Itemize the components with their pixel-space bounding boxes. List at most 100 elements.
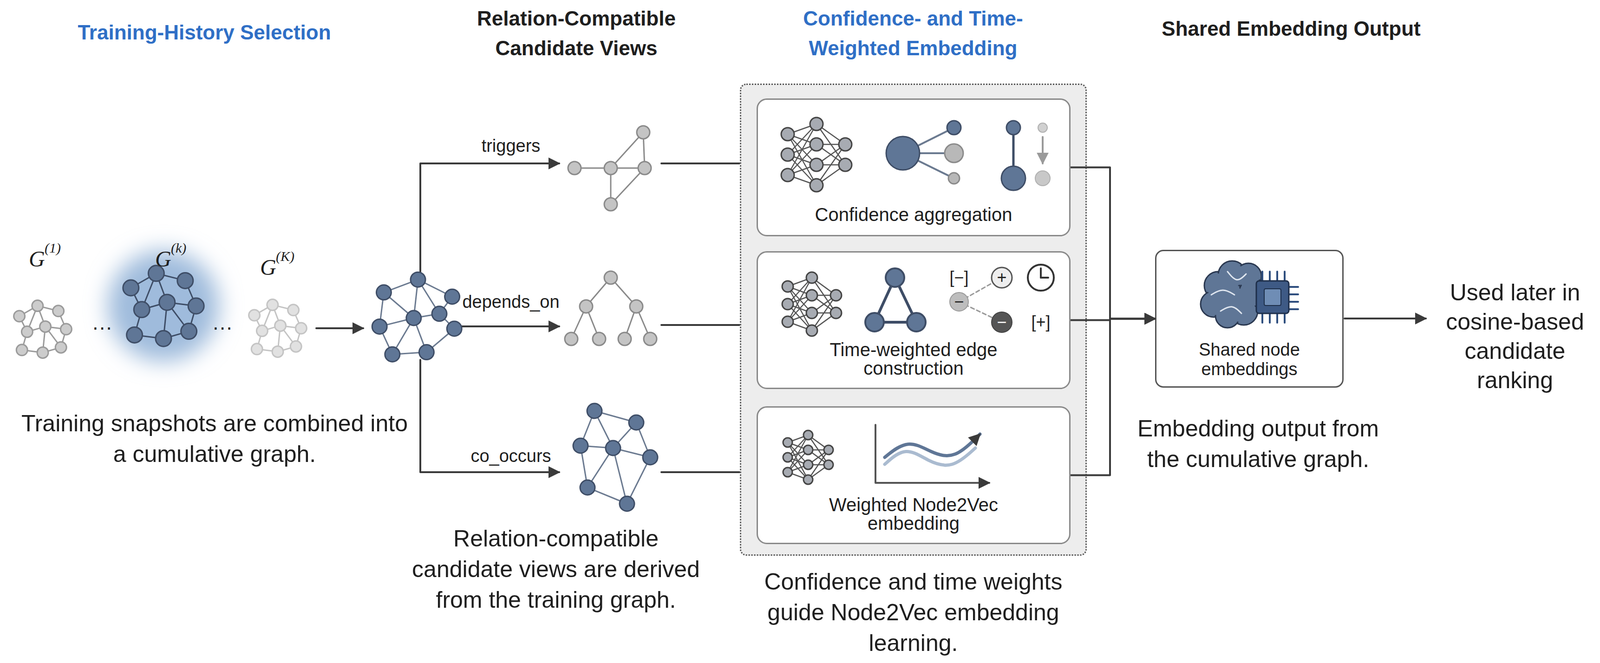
network-unit bbox=[781, 168, 795, 182]
graph-node bbox=[52, 305, 65, 317]
sign-circle bbox=[991, 312, 1013, 333]
graph-node bbox=[604, 161, 618, 175]
network-unit bbox=[783, 467, 793, 477]
sign-circle bbox=[991, 267, 1013, 288]
graph-node bbox=[272, 346, 284, 358]
network-link bbox=[811, 295, 836, 314]
network-link bbox=[787, 124, 817, 135]
graph-node bbox=[573, 438, 588, 454]
graph-label: G bbox=[260, 254, 277, 281]
caption: Embedding output from the cumulative gra… bbox=[1118, 413, 1398, 475]
graph-node bbox=[568, 161, 582, 175]
view-tree bbox=[564, 271, 657, 346]
network-unit bbox=[803, 475, 813, 485]
network-link bbox=[787, 313, 812, 322]
network-link bbox=[787, 457, 809, 480]
brain-fill bbox=[1202, 293, 1225, 316]
graph-node bbox=[604, 197, 618, 211]
graph-node bbox=[444, 289, 460, 305]
triangle-node bbox=[907, 313, 926, 332]
graph-node bbox=[159, 294, 176, 311]
graph-node bbox=[642, 450, 658, 465]
brain-fill bbox=[1237, 265, 1260, 288]
network-unit bbox=[781, 148, 795, 162]
graph-node bbox=[251, 343, 263, 355]
network-link bbox=[808, 450, 829, 480]
ellipsis: ··· bbox=[78, 315, 126, 340]
brain-lobe bbox=[1239, 278, 1267, 307]
network-link bbox=[816, 124, 846, 145]
network-link bbox=[787, 435, 809, 443]
caption: Relation-compatible candidate views are … bbox=[404, 523, 707, 616]
graph-node bbox=[155, 330, 172, 347]
node-label: Confidence and time weights guide Node2V… bbox=[741, 566, 1086, 659]
network-link bbox=[787, 286, 812, 331]
graph-node bbox=[638, 161, 652, 175]
node-label: Weighted Node2Vec embedding bbox=[806, 495, 1021, 533]
network-unit bbox=[806, 289, 818, 301]
view-graph bbox=[573, 403, 658, 512]
network-link bbox=[816, 164, 846, 166]
network-link bbox=[787, 154, 817, 165]
note: Used later in cosine-based candidate ran… bbox=[1431, 278, 1599, 396]
process-box: Confidence aggregation bbox=[756, 98, 1071, 237]
brain-lobe bbox=[1229, 297, 1258, 326]
graph-node bbox=[619, 496, 635, 512]
column-heading: Relation-Compatible Candidate Views bbox=[427, 3, 725, 64]
network-link bbox=[811, 313, 836, 331]
relation-label: depends_on bbox=[441, 290, 581, 314]
highlight-glow bbox=[107, 250, 220, 362]
network-unit bbox=[806, 272, 818, 284]
graph-node bbox=[60, 323, 72, 335]
hub-leaf bbox=[944, 143, 964, 163]
merge-arrow bbox=[316, 327, 364, 330]
graph-node bbox=[16, 344, 28, 356]
network-link bbox=[808, 464, 829, 466]
network-link bbox=[787, 304, 812, 331]
graph-node bbox=[21, 326, 33, 338]
graph-node bbox=[177, 272, 194, 289]
brain-fill bbox=[1206, 273, 1231, 298]
chip-icon bbox=[1256, 271, 1299, 323]
chip-body bbox=[1256, 280, 1289, 314]
chart-curve bbox=[884, 434, 980, 458]
hub-leaf bbox=[948, 172, 960, 184]
network-link bbox=[808, 450, 829, 465]
view-graph bbox=[568, 125, 652, 211]
graph-node bbox=[385, 346, 400, 362]
network-unit bbox=[838, 158, 852, 172]
network-link bbox=[811, 277, 836, 314]
network-link bbox=[811, 312, 836, 314]
graph-node bbox=[376, 285, 392, 301]
graph-node bbox=[618, 332, 632, 346]
hub-leaf bbox=[946, 120, 961, 135]
network-unit bbox=[803, 460, 813, 470]
network-unit bbox=[783, 437, 793, 448]
chart-axis bbox=[875, 424, 990, 484]
network-link bbox=[787, 286, 812, 314]
hub-link bbox=[902, 127, 954, 154]
graph-node bbox=[579, 300, 593, 314]
chip-pin bbox=[1268, 271, 1271, 281]
network-icon bbox=[783, 430, 834, 485]
network-link bbox=[816, 144, 846, 165]
graph-node bbox=[418, 345, 434, 360]
brain-fill bbox=[1240, 280, 1266, 305]
chart-curve bbox=[884, 448, 976, 466]
network-link bbox=[808, 464, 829, 480]
graph-node bbox=[643, 332, 657, 346]
network-unit bbox=[830, 289, 842, 301]
network-link bbox=[787, 277, 812, 322]
node-label: Time-weighted edge construction bbox=[806, 340, 1021, 378]
merge-connector bbox=[1070, 167, 1156, 320]
network-link bbox=[787, 134, 817, 145]
chip-pin bbox=[1276, 271, 1279, 281]
graph-node bbox=[592, 332, 606, 346]
graph-node bbox=[123, 280, 139, 296]
chip-pin bbox=[1288, 293, 1299, 296]
brain-icon bbox=[1200, 261, 1267, 328]
network-link bbox=[787, 277, 812, 287]
brain-lobe bbox=[1213, 282, 1247, 317]
